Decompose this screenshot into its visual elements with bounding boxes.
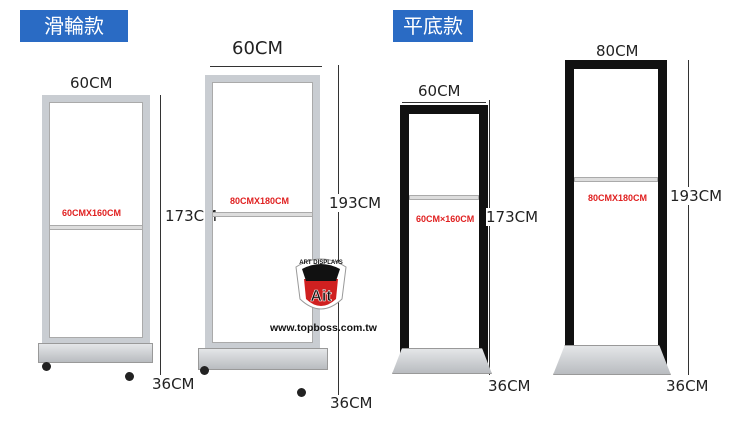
height-label: 193CM (670, 187, 723, 205)
width-label: 60CM (232, 38, 284, 59)
crossbar (212, 212, 313, 217)
wheel-icon (297, 388, 306, 397)
depth-label: 36CM (666, 377, 709, 395)
width-dimension-line (210, 66, 322, 67)
base (38, 343, 153, 363)
wheel-icon (200, 366, 209, 375)
height-dimension-line (489, 100, 490, 375)
display-frame (565, 60, 667, 373)
crossbar (49, 225, 143, 230)
display-frame (42, 95, 150, 345)
height-label: 173CM (486, 208, 539, 226)
size-label: 60CM×160CM (416, 214, 475, 224)
width-label: 60CM (418, 82, 461, 100)
height-dimension-line (160, 95, 161, 375)
art-displays-logo: Ait ART DISPLAYS (290, 253, 352, 321)
wheel-icon (42, 362, 51, 371)
width-label: 80CM (596, 42, 639, 60)
svg-text:Ait: Ait (310, 288, 332, 305)
wheel-icon (125, 372, 134, 381)
size-label: 60CMX160CM (62, 208, 122, 218)
crossbar (574, 177, 658, 182)
height-dimension-line (338, 65, 339, 395)
base (392, 348, 492, 374)
base (198, 348, 328, 370)
size-label: 80CMX180CM (230, 196, 290, 206)
size-label: 80CMX180CM (588, 193, 648, 203)
rolling-model-badge: 滑輪款 (20, 10, 128, 42)
depth-label: 36CM (488, 377, 531, 395)
width-dimension-line (402, 102, 486, 103)
crossbar (409, 195, 479, 200)
flat-model-badge: 平底款 (393, 10, 473, 42)
height-label: 173CM (165, 207, 218, 225)
display-frame (205, 75, 320, 350)
svg-text:ART DISPLAYS: ART DISPLAYS (299, 260, 342, 266)
depth-label: 36CM (330, 394, 373, 412)
base (553, 345, 671, 375)
height-label: 193CM (329, 194, 382, 212)
height-dimension-line (688, 60, 689, 375)
website-url: www.topboss.com.tw (270, 322, 377, 334)
depth-label: 36CM (152, 375, 195, 393)
width-label: 60CM (70, 74, 113, 92)
display-frame (400, 105, 488, 373)
